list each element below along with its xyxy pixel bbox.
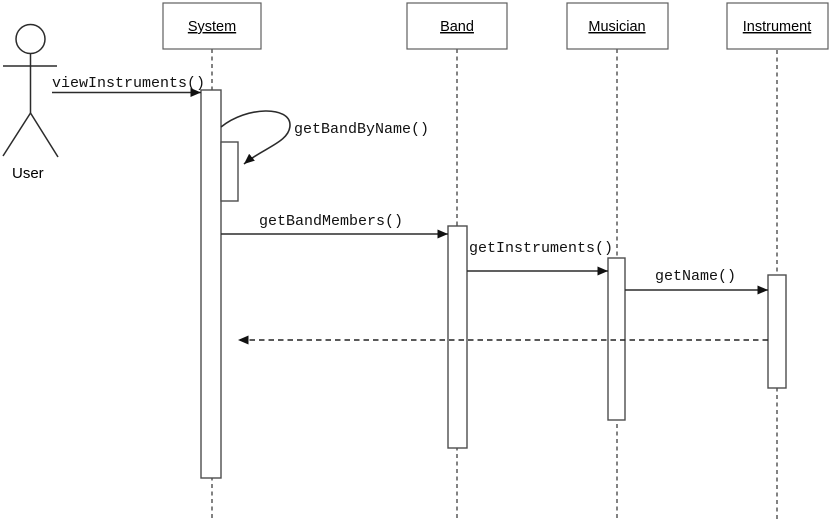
lifeline-head-musician: Musician [566, 2, 669, 50]
lifeline-head-band-box [406, 2, 508, 50]
lifeline-head-instrument-box [726, 2, 829, 50]
activation-bar-system [200, 89, 222, 479]
activation-bar-instrument [767, 274, 787, 389]
actor-left-leg [2, 112, 32, 157]
message-arrow-get-band-by-name [220, 110, 291, 165]
lifeline-head-musician-box [566, 2, 669, 50]
lifeline-head-instrument-label: Instrument [743, 19, 812, 35]
lifeline-head-band: Band [406, 2, 508, 50]
activation-bar-band [447, 225, 468, 449]
message-label-get-band-members: getBandMembers() [259, 213, 403, 230]
message-label-get-band-by-name: getBandByName() [294, 121, 429, 138]
lifeline-head-instrument: Instrument [726, 2, 829, 50]
actor-right-leg [29, 112, 59, 158]
lifeline-head-musician-label: Musician [588, 19, 645, 35]
actor-label: User [12, 165, 44, 182]
actor-user: User [2, 23, 59, 182]
lifeline-head-system-label: System [188, 19, 236, 35]
message-label-get-instruments: getInstruments() [469, 240, 613, 257]
message-label-view-instruments: viewInstruments() [52, 75, 205, 92]
lifeline-head-system: System [162, 2, 262, 50]
activation-bar-system-nested [220, 141, 239, 202]
lifeline-head-band-label: Band [440, 19, 474, 35]
lifeline-head-system-box [162, 2, 262, 50]
activation-bar-musician [607, 257, 626, 421]
message-label-get-name: getName() [655, 268, 736, 285]
